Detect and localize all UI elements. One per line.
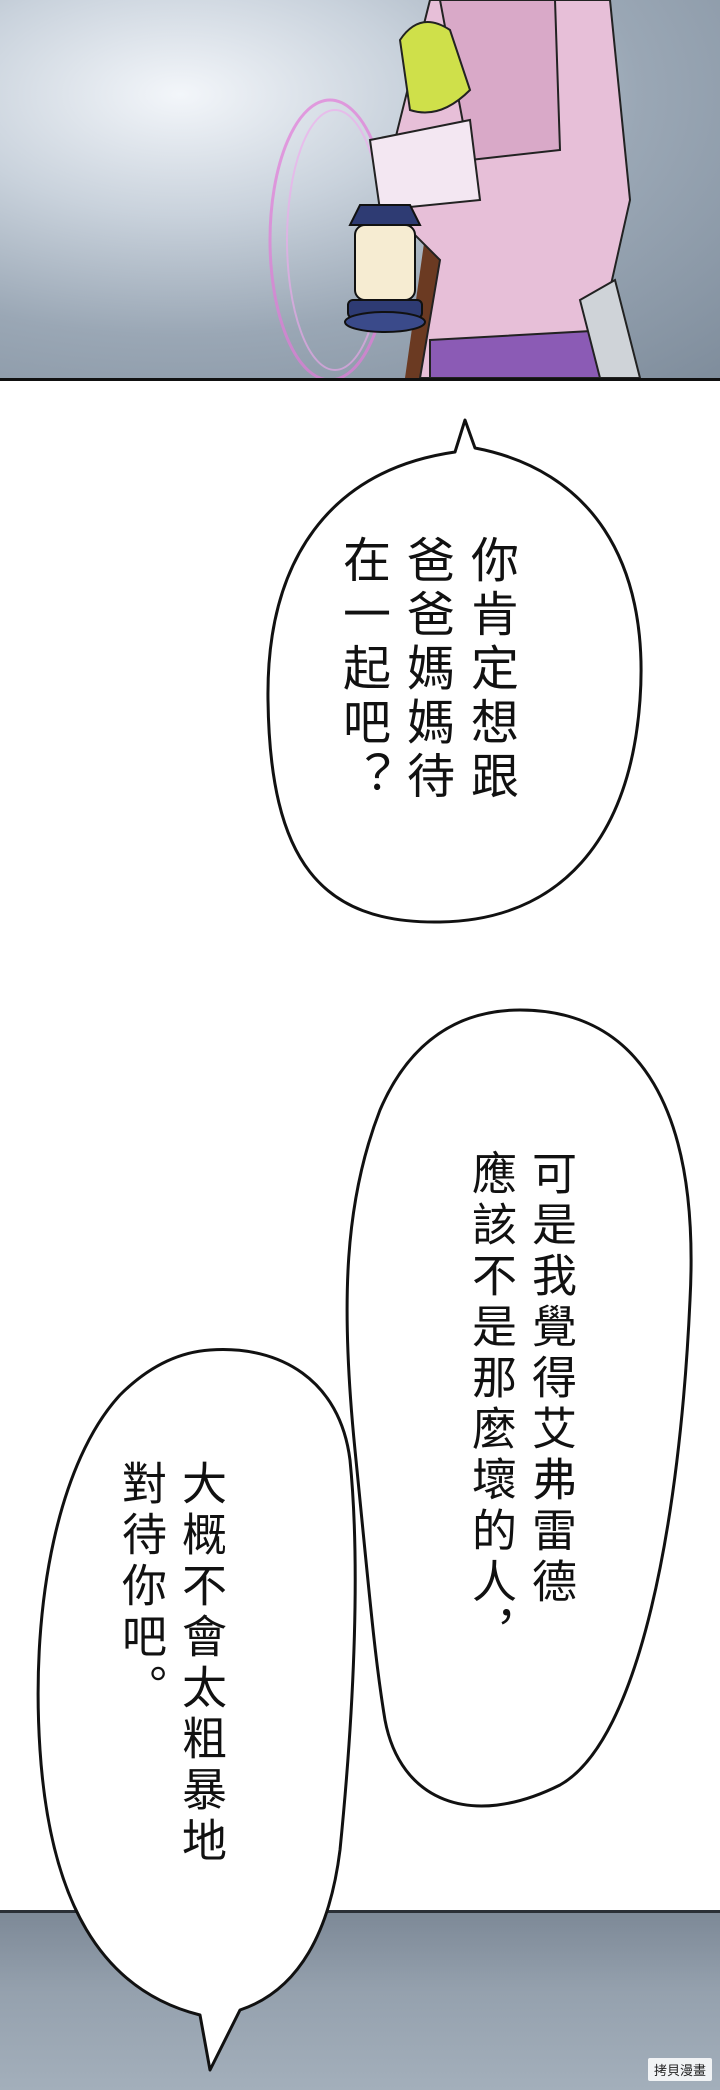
speech-bubble-3 (36, 1348, 357, 2072)
speech-line: 大概不會太粗暴地 (174, 1460, 227, 1868)
speech-text-1: 你肯定想跟 爸爸媽媽待 在一起吧？ (330, 535, 522, 805)
speech-line: 應該不是那麼壞的人， (464, 1150, 517, 1660)
speech-text-2: 可是我覺得艾弗雷德 應該不是那麼壞的人， (460, 1150, 580, 1670)
speech-line: 對待你吧。 (114, 1460, 167, 1715)
character-scene (268, 0, 642, 378)
speech-text-3: 大概不會太粗暴地 對待你吧。 (110, 1460, 230, 1930)
speech-line: 你肯定想跟 (462, 535, 518, 805)
speech-bubble-1 (266, 418, 643, 924)
sleeve (368, 118, 482, 212)
sword-hilt (578, 278, 642, 378)
speech-line: 爸爸媽媽待 (398, 535, 454, 805)
speech-bubble-2 (345, 1008, 693, 1808)
purple-skirt (429, 328, 612, 378)
speech-line: 在一起吧？ (334, 535, 390, 805)
watermark: 拷貝漫畫 (647, 2058, 712, 2081)
speech-line: 可是我覺得艾弗雷德 (524, 1150, 577, 1609)
lantern-icon (344, 204, 426, 333)
top-panel-illustration (0, 0, 720, 381)
green-head (398, 21, 472, 114)
